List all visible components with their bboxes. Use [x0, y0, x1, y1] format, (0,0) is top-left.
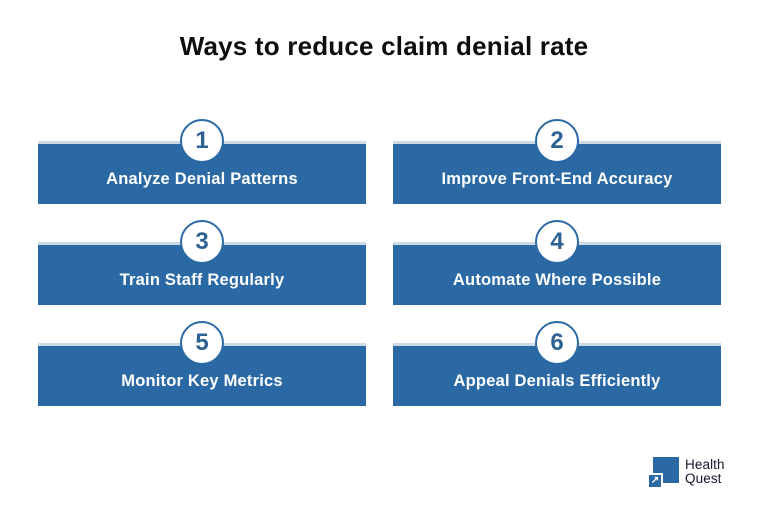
step-card-5: 5 Monitor Key Metrics	[38, 321, 366, 406]
step-number-badge: 6	[535, 321, 579, 365]
logo-word-line1: Health	[685, 457, 725, 472]
logo-wordmark: Health Quest	[685, 458, 725, 486]
step-number-badge: 4	[535, 220, 579, 264]
step-card-6: 6 Appeal Denials Efficiently	[393, 321, 721, 406]
step-number-badge: 5	[180, 321, 224, 365]
healthquest-logo: ↗ Health Quest	[647, 454, 725, 490]
northeast-arrow-icon: ↗	[647, 473, 663, 489]
step-number-badge: 2	[535, 119, 579, 163]
steps-grid: 1 Analyze Denial Patterns 2 Improve Fron…	[38, 119, 721, 406]
step-label: Improve Front-End Accuracy	[441, 169, 673, 188]
step-label: Appeal Denials Efficiently	[453, 371, 661, 390]
page-title: Ways to reduce claim denial rate	[179, 31, 589, 61]
step-label: Train Staff Regularly	[119, 270, 285, 289]
healthquest-logo-mark: ↗	[647, 454, 680, 490]
step-card-4: 4 Automate Where Possible	[393, 220, 721, 305]
step-card-3: 3 Train Staff Regularly	[38, 220, 366, 305]
step-label: Analyze Denial Patterns	[106, 169, 298, 188]
step-number-badge: 1	[180, 119, 224, 163]
step-card-1: 1 Analyze Denial Patterns	[38, 119, 366, 204]
step-label: Monitor Key Metrics	[121, 371, 283, 390]
step-card-2: 2 Improve Front-End Accuracy	[393, 119, 721, 204]
step-number-badge: 3	[180, 220, 224, 264]
step-label: Automate Where Possible	[452, 270, 662, 289]
logo-word-line2: Quest	[685, 471, 722, 486]
